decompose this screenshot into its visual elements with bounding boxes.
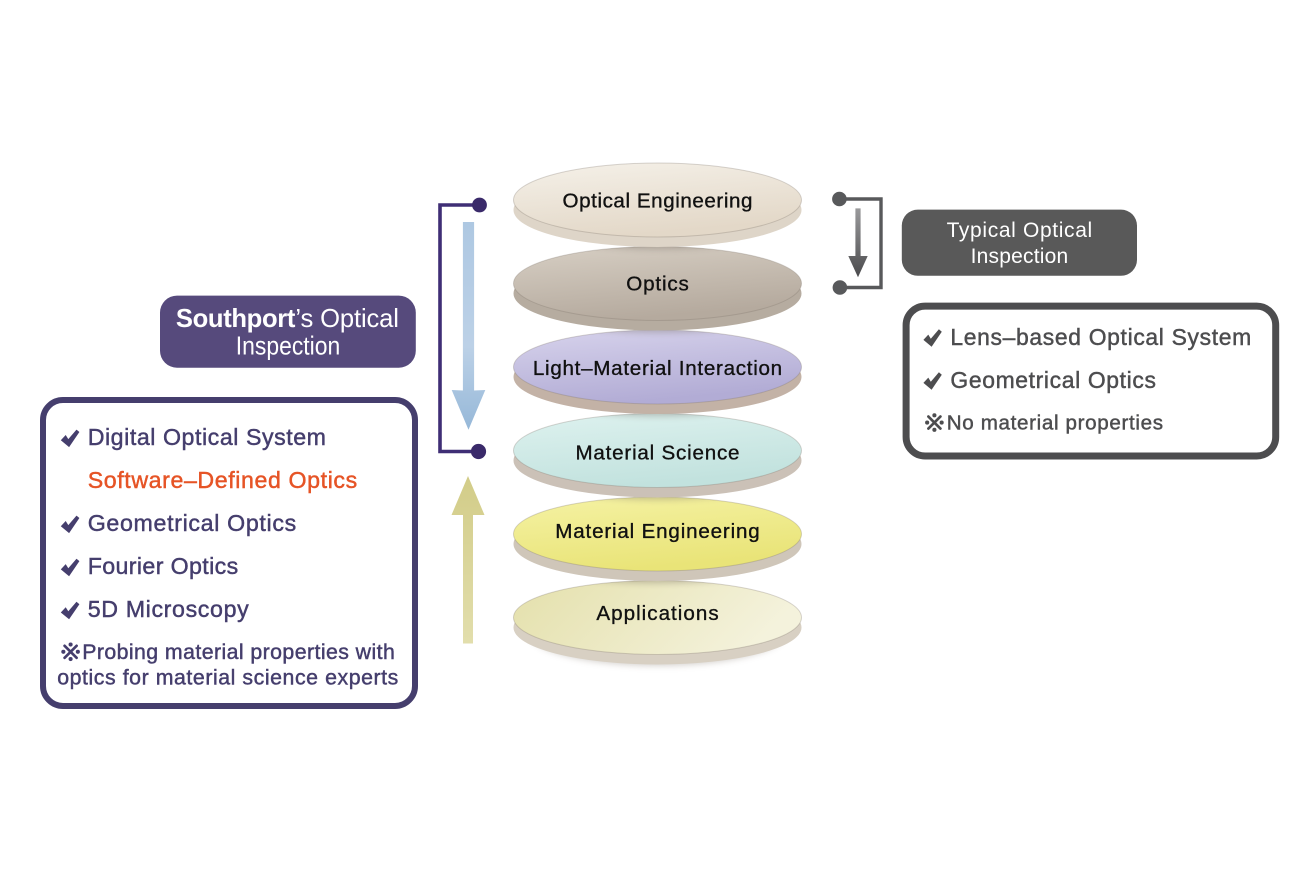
svg-text:Applications: Applications [596,602,718,625]
svg-text:Lens–based Optical System: Lens–based Optical System [950,324,1251,350]
svg-text:No material properties: No material properties [947,411,1163,434]
svg-text:Typical Optical: Typical Optical [947,219,1093,242]
svg-text:optics for material science ex: optics for material science experts [57,665,398,689]
svg-text:Optics: Optics [626,273,689,296]
svg-text:Material Science: Material Science [576,442,740,465]
svg-text:Optical Engineering: Optical Engineering [563,190,753,213]
svg-text:’s Optical: ’s Optical [295,305,399,333]
svg-text:Software–Defined Optics: Software–Defined Optics [88,467,358,493]
svg-text:Inspection: Inspection [236,332,341,360]
svg-text:Light–Material Interaction: Light–Material Interaction [533,357,782,380]
svg-text:Digital Optical System: Digital Optical System [88,424,326,450]
svg-text:Geometrical Optics: Geometrical Optics [88,510,297,536]
svg-text:Inspection: Inspection [971,245,1069,268]
svg-text:Geometrical Optics: Geometrical Optics [950,367,1156,393]
svg-text:Southport: Southport [176,305,296,333]
svg-text:5D Microscopy: 5D Microscopy [88,596,249,622]
svg-text:Probing material properties wi: Probing material properties with [82,640,395,664]
svg-text:Material Engineering: Material Engineering [555,520,759,543]
svg-text:Fourier Optics: Fourier Optics [88,553,239,579]
